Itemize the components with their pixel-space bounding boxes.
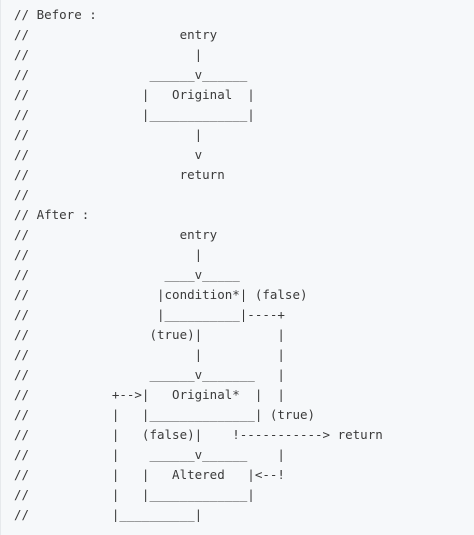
code-line: // |__________|: [14, 507, 203, 522]
code-line: // |condition*| (false): [14, 287, 308, 302]
code-line: // | |______________| (true): [14, 407, 316, 422]
code-line: // entry: [14, 27, 218, 42]
code-line: // | (false)| !-----------> return: [14, 427, 383, 442]
code-line: // v: [14, 147, 203, 162]
code-line: // |: [14, 47, 203, 62]
code-line: // Before :: [14, 7, 97, 22]
code-line: // | |_____________|: [14, 487, 255, 502]
code-line: // After :: [14, 207, 90, 222]
code-line: //: [14, 187, 30, 202]
code-line: // | ______v______ |: [14, 447, 285, 462]
code-line: // | |: [14, 347, 285, 362]
code-line: // return: [14, 167, 225, 182]
code-line: // | Original |: [14, 87, 255, 102]
code-line: // |__________|----+: [14, 307, 285, 322]
code-line: // | | Altered |<--!: [14, 467, 285, 482]
code-line: // ____v_____: [14, 267, 240, 282]
code-line: // +-->| Original* | |: [14, 387, 285, 402]
code-line: // ______v______: [14, 67, 248, 82]
code-line: // |: [14, 127, 203, 142]
code-line: // entry: [14, 227, 218, 242]
code-line: // (true)| |: [14, 327, 285, 342]
code-line: // |: [14, 247, 203, 262]
code-line: // ______v_______ |: [14, 367, 285, 382]
code-line: // |_____________|: [14, 107, 255, 122]
